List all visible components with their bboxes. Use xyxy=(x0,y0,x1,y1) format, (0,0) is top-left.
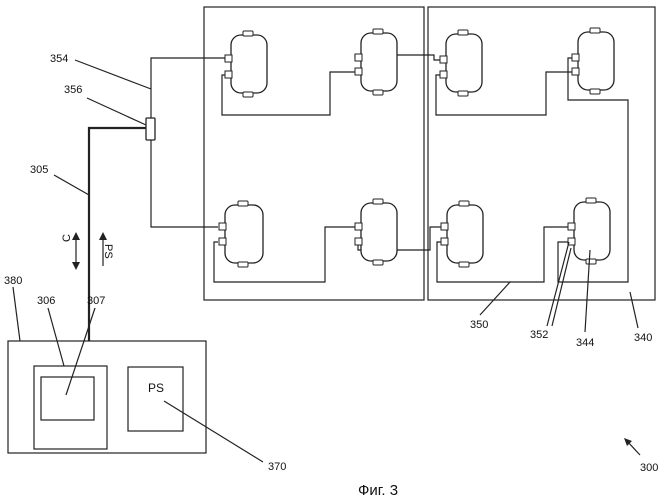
leader-356 xyxy=(87,98,146,125)
main-cable-305 xyxy=(89,128,146,341)
cable-354-upper xyxy=(151,58,225,118)
device-ur-2 xyxy=(572,28,614,94)
ref-354: 354 xyxy=(50,53,68,65)
arrow-c xyxy=(72,232,80,270)
power-supply-label: PS xyxy=(148,381,164,395)
ref-307: 307 xyxy=(87,295,105,307)
leader-352b xyxy=(552,248,571,326)
leader-340 xyxy=(630,292,638,328)
ref-350: 350 xyxy=(470,319,488,331)
leader-306 xyxy=(48,308,64,366)
ref-370: 370 xyxy=(268,461,286,473)
ref-305: 305 xyxy=(30,164,48,176)
device-ul-1 xyxy=(225,31,267,97)
arrow-c-label: C xyxy=(61,234,73,242)
ref-356: 356 xyxy=(64,84,82,96)
controller-screen xyxy=(41,377,94,420)
ref-300: 300 xyxy=(640,462,658,474)
device-ul-2 xyxy=(355,29,397,95)
leader-307 xyxy=(66,308,95,395)
leader-305 xyxy=(54,175,89,195)
device-lr-1 xyxy=(441,201,483,267)
ref-352: 352 xyxy=(530,329,548,341)
device-ur-1 xyxy=(440,30,482,96)
device-ll-2 xyxy=(355,199,397,265)
controller-module xyxy=(34,366,107,449)
figure-caption: Фиг. 3 xyxy=(358,482,398,499)
device-ll-1 xyxy=(219,201,263,267)
ref-344: 344 xyxy=(576,337,594,349)
leader-354 xyxy=(75,60,151,89)
cable-lower xyxy=(151,140,218,227)
splitter-356 xyxy=(146,118,155,140)
ref-380: 380 xyxy=(4,275,22,287)
leader-380 xyxy=(13,287,20,341)
ref-340: 340 xyxy=(634,332,652,344)
leader-350 xyxy=(480,282,510,315)
ref-306: 306 xyxy=(37,295,55,307)
arrow-ps-label: PS xyxy=(102,244,114,259)
power-supply-box xyxy=(128,367,183,431)
arrow-300 xyxy=(624,438,640,455)
device-344 xyxy=(568,198,610,264)
